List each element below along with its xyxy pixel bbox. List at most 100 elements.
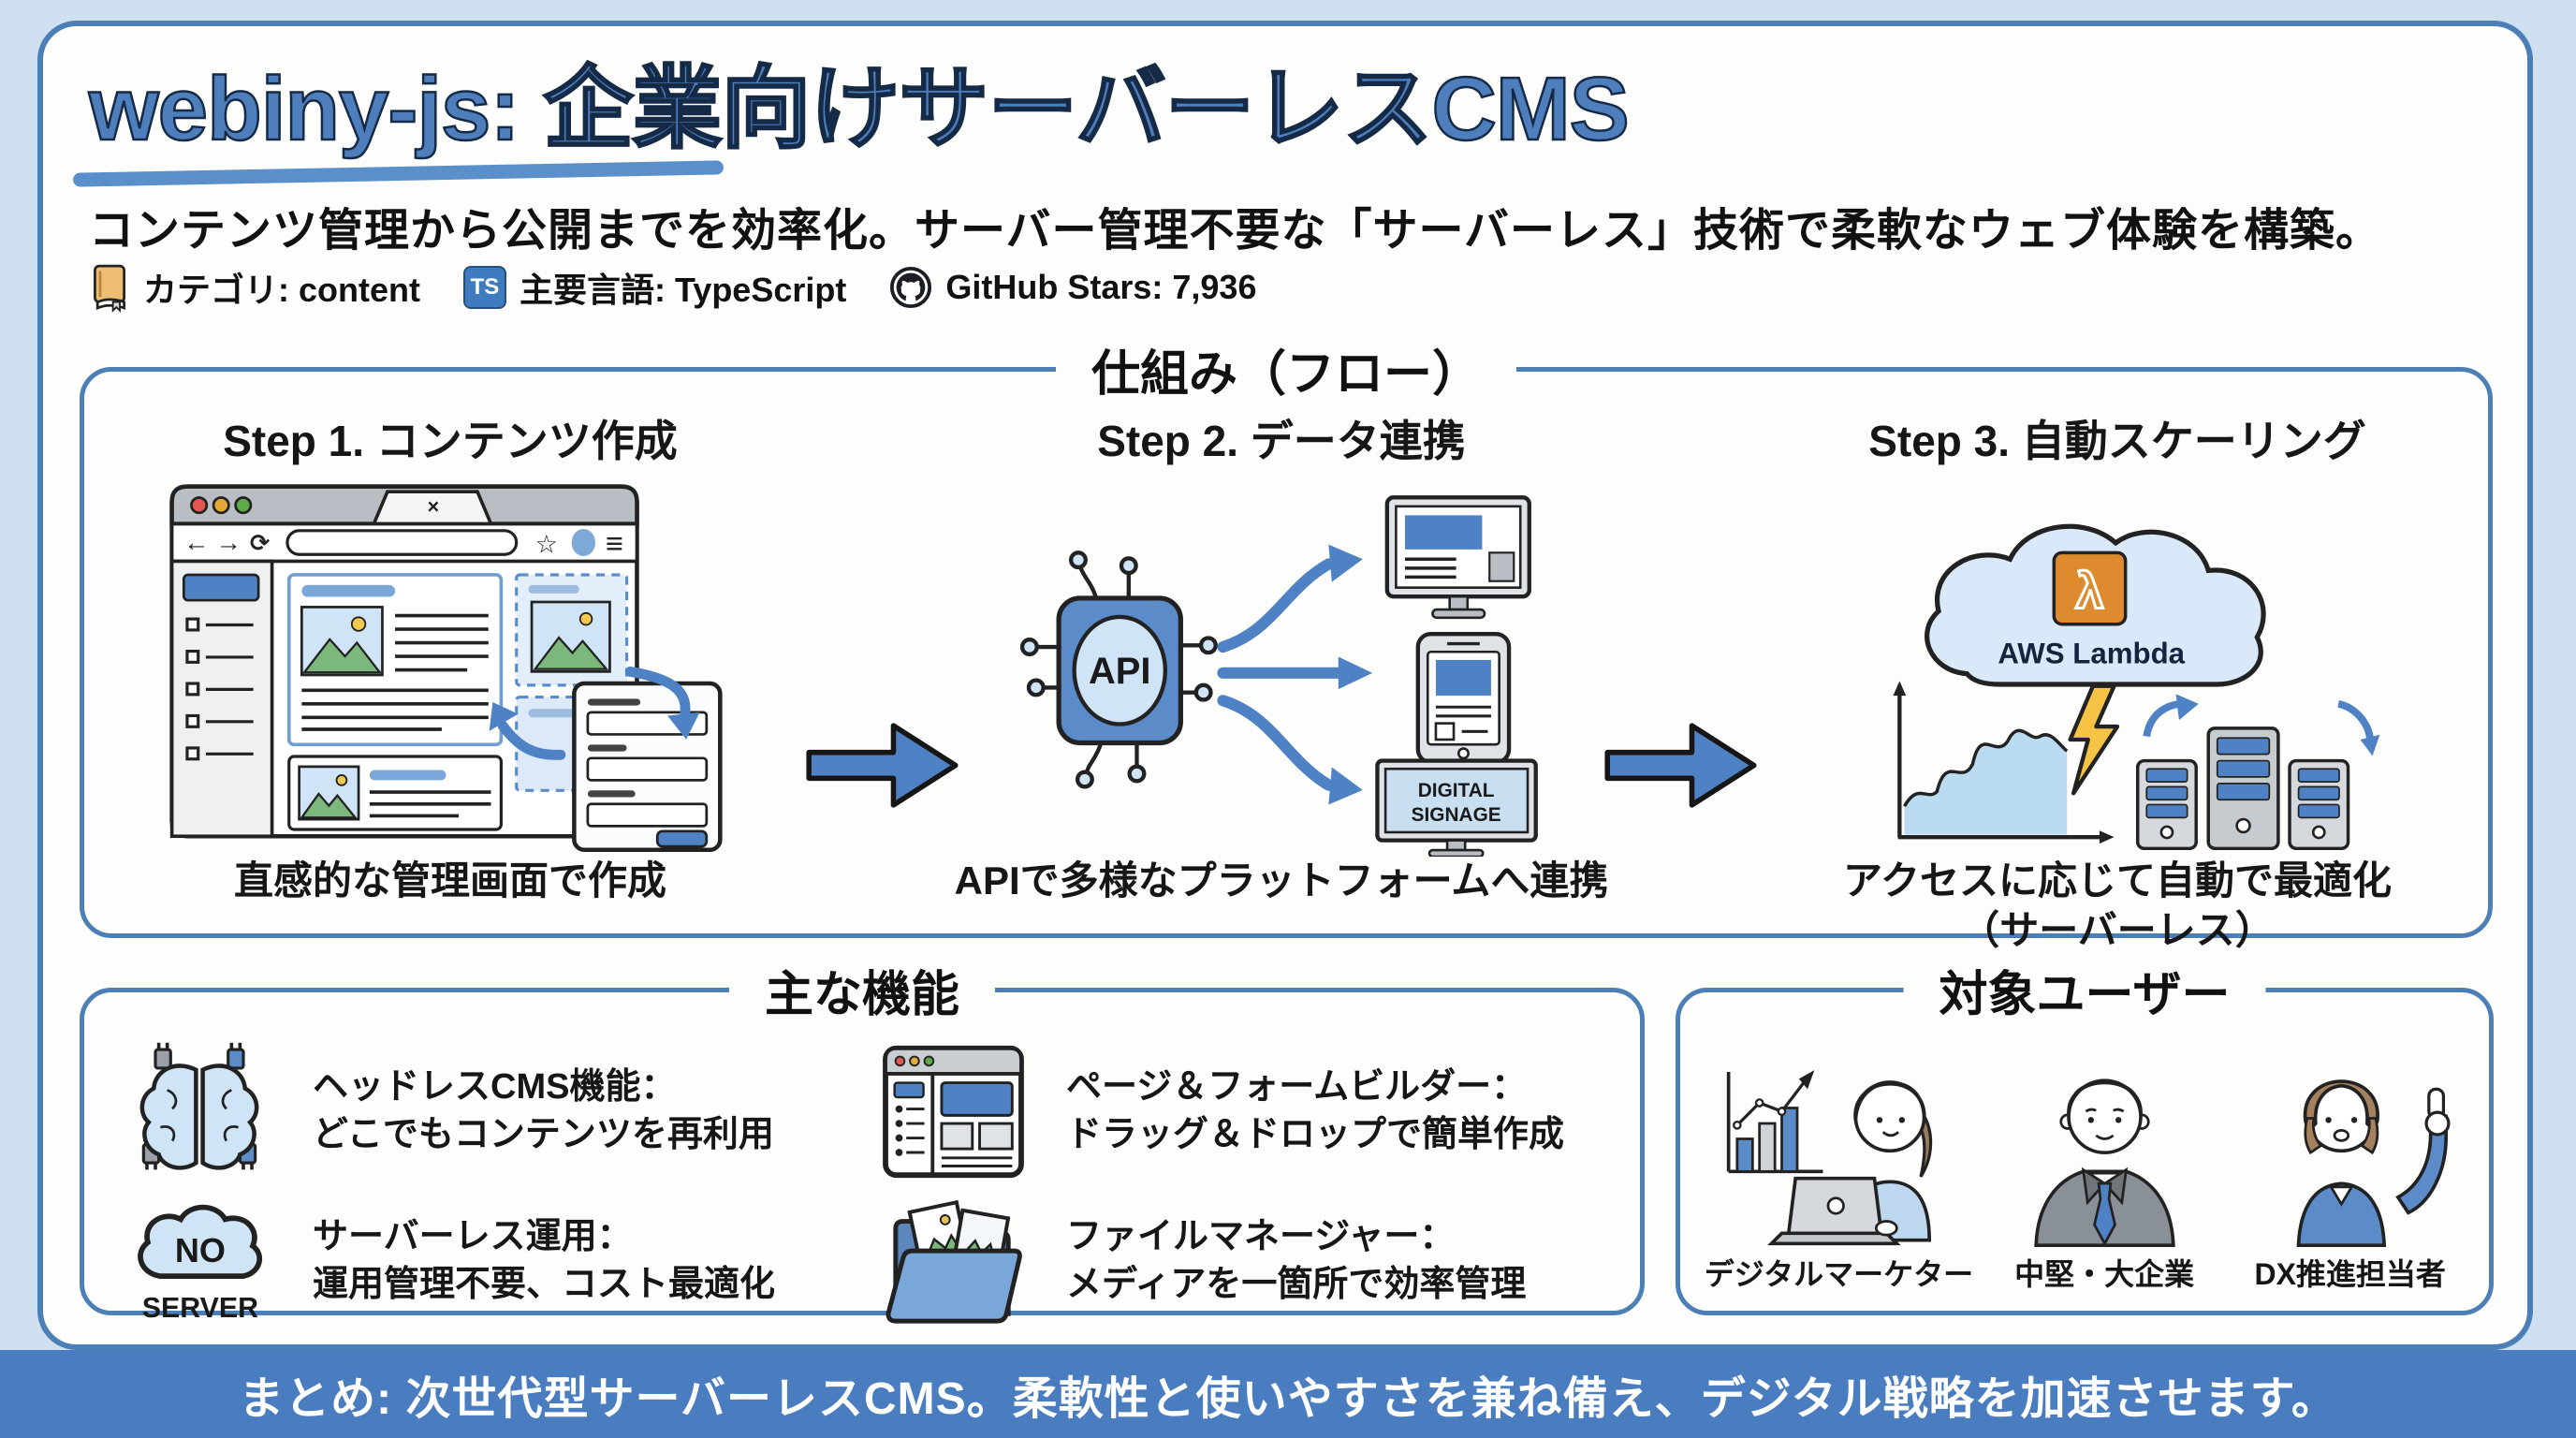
persona-label: デジタルマーケター [1704,1257,1974,1291]
forward-icon: → [216,528,242,557]
aws-lambda-icon [2052,550,2128,626]
flow-step-3: Step 3. 自動スケーリング λ AWS Lambda [1771,407,2464,955]
signage-line1: DIGITAL [1418,780,1495,801]
profile-icon [571,529,596,557]
cms-admin-illustration: × ← → ⟳ ☆ ≡ [169,484,723,853]
summary-text: まとめ: 次世代型サーバーレスCMS。柔軟性と使いやすさを兼ね備え、デジタル戦略… [239,1374,2337,1424]
headless-brain-icon [110,1041,288,1181]
cms-sidebar [169,559,274,839]
feature-file-manager: ファイルマネージャー： メディアを一箇所で効率管理 [864,1191,1617,1331]
digital-signage-icon: DIGITAL SIGNAGE [1375,758,1538,857]
star-icon: ☆ [535,529,558,558]
flow-step-2: Step 2. データ連携 [955,407,1609,906]
page-subtitle: コンテンツ管理から公開までを効率化。サーバー管理不要な「サーバーレス」技術で柔軟… [89,206,2382,256]
persona-label: 中堅・大企業 [2014,1257,2195,1291]
feature-title: ページ＆フォームビルダー： [1066,1066,1528,1107]
traffic-chart [1893,681,2115,844]
feature-title: ファイルマネージャー： [1066,1216,1456,1256]
meta-stars-label: GitHub Stars: 7,936 [945,268,1257,306]
persona-dx-lead: DX推進担当者 [2235,1041,2465,1294]
aws-lambda-label: AWS Lambda [1998,637,2185,669]
page-title: webiny-js:企業向けサーバーレスCMS [88,36,1631,166]
menu-icon: ≡ [606,525,623,560]
persona-label: DX推進担当者 [2254,1257,2446,1291]
file-manager-folder-icon [864,1192,1042,1330]
enterprise-illustration [2033,1078,2175,1247]
url-bar [285,529,519,556]
audience-row: デジタルマーケター 中堅・大企業 [1680,992,2489,1294]
form-card [572,681,723,853]
persona-enterprise: 中堅・大企業 [1999,1041,2210,1294]
feature-desc: ドラッグ＆ドロップで簡単作成 [1066,1115,1565,1154]
drop-zone-1 [515,573,629,687]
lightning-bolt-icon [2068,683,2120,796]
flow-section: 仕組み（フロー） Step 1. コンテンツ作成 × ← → ⟳ [80,334,2493,952]
flow-heading: 仕組み（フロー） [1055,334,1517,404]
meta-row: カテゴリ: content TS 主要言語: TypeScript GitHub… [89,262,1256,313]
no-label: NO [175,1231,226,1269]
feature-desc: メディアを一箇所で効率管理 [1066,1265,1527,1304]
flow-arrow-icon [1604,723,1757,808]
step3-caption-line1: アクセスに応じて自動で最適化 [1843,858,2392,902]
feature-serverless: NO SERVER サーバーレス運用： 運用管理不要、コスト最適化 [110,1191,864,1331]
meta-category-label: カテゴリ: content [143,271,420,309]
features-heading: 主な機能 [728,955,996,1025]
feature-title: サーバーレス運用： [313,1216,633,1256]
page-title-en: webiny-js: [88,58,521,161]
drag-arrow-right [624,666,700,740]
step1-caption: 直感的な管理画面で作成 [233,858,666,902]
step3-caption: アクセスに応じて自動で最適化 （サーバーレス） [1843,857,2392,955]
feature-text: サーバーレス運用： 運用管理不要、コスト最適化 [313,1213,775,1310]
analytics-chart [1727,1070,1823,1174]
features-grid: ヘッドレスCMS機能： どこでもコンテンツを再利用 [84,992,1640,1324]
feature-page-builder: ページ＆フォームビルダー： ドラッグ＆ドロップで簡単作成 [864,1041,1617,1181]
step3-caption-line2: （サーバーレス） [1960,907,2275,952]
lambda-symbol: λ [2076,563,2104,619]
flow-row: Step 1. コンテンツ作成 × ← → ⟳ ☆ [84,372,2488,955]
step1-title: Step 1. コンテンツ作成 [223,417,678,465]
drag-arrow-left [489,701,566,760]
feature-text: ヘッドレスCMS機能： どこでもコンテンツを再利用 [313,1064,774,1160]
feature-headless-cms: ヘッドレスCMS機能： どこでもコンテンツを再利用 [110,1041,864,1181]
summary-bar: まとめ: 次世代型サーバーレスCMS。柔軟性と使いやすさを兼ね備え、デジタル戦略… [0,1350,2576,1438]
api-chip-label: API [1089,651,1151,692]
api-distribution-illustration: API [1019,495,1538,857]
features-section: 主な機能 [80,955,1645,1324]
page-builder-icon [864,1044,1042,1180]
meta-category: カテゴリ: content [89,262,420,313]
auto-scaling-illustration: λ AWS Lambda [1893,523,2380,851]
persona-digital-marketer: デジタルマーケター [1705,1041,1973,1294]
signage-line2: SIGNAGE [1412,804,1501,826]
book-icon [94,264,125,313]
flow-arrow-icon [806,723,959,808]
no-server-cloud-icon: NO SERVER [110,1191,288,1331]
audience-section: 対象ユーザー [1676,955,2494,1315]
audience-heading: 対象ユーザー [1903,955,2266,1025]
api-arrows [1217,558,1346,791]
server-cluster [2135,694,2380,851]
chip-legs [1019,550,1218,789]
feature-text: ページ＆フォームビルダー： ドラッグ＆ドロップで簡単作成 [1066,1064,1564,1160]
step2-title: Step 2. データ連携 [1097,417,1466,465]
digital-marketer-illustration [1727,1070,1933,1246]
typescript-badge-icon: TS [462,266,506,309]
server-label: SERVER [142,1293,258,1324]
feature-desc: どこでもコンテンツを再利用 [313,1115,774,1154]
step3-title: Step 3. 自動スケーリング [1868,417,2366,465]
feature-desc: 運用管理不要、コスト最適化 [313,1265,776,1304]
meta-language: TS 主要言語: TypeScript [462,263,847,312]
smartphone-icon [1415,631,1512,765]
back-icon: ← [183,528,209,557]
tab-close-icon: × [428,495,440,519]
dx-lead-illustration [2296,1079,2451,1247]
page-title-ja: 企業向けサーバーレスCMS [542,58,1631,161]
reload-icon: ⟳ [250,531,271,557]
github-icon [890,266,932,309]
feature-text: ファイルマネージャー： メディアを一箇所で効率管理 [1066,1213,1526,1310]
feature-title: ヘッドレスCMS機能： [313,1066,677,1107]
monitor-icon [1384,495,1531,620]
flow-step-1: Step 1. コンテンツ作成 × ← → ⟳ ☆ [109,407,792,906]
meta-language-label: 主要言語: TypeScript [519,271,847,309]
step2-caption: APIで多様なプラットフォームへ連携 [954,858,1609,902]
